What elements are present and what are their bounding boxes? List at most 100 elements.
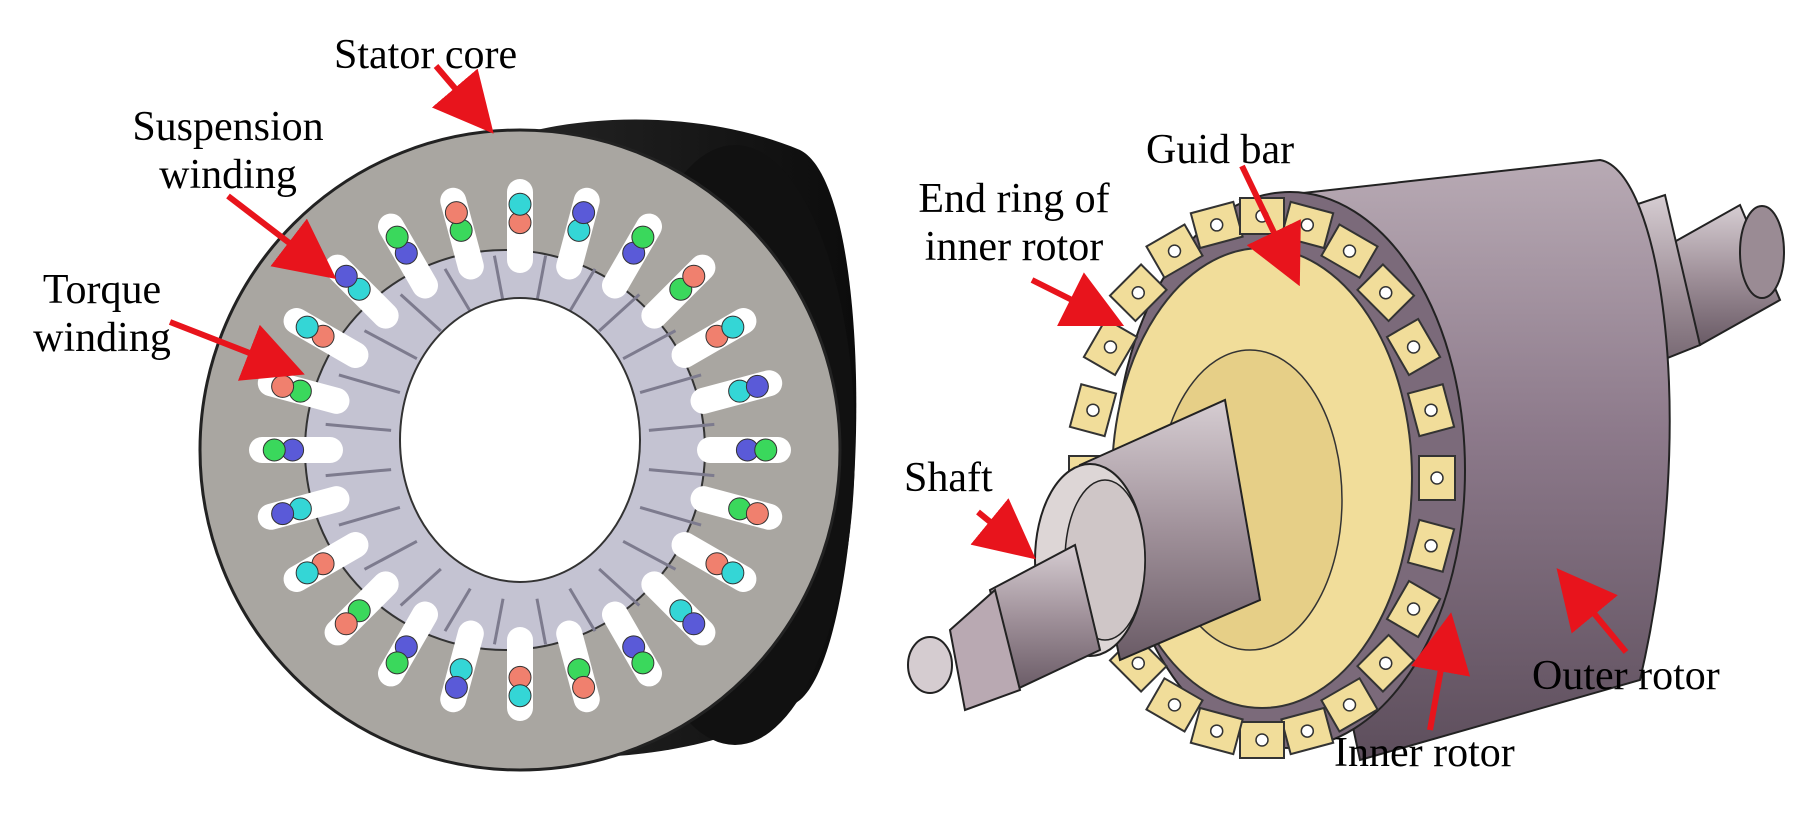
winding-coil: [745, 374, 769, 398]
stator-tooth: [535, 598, 548, 645]
winding-coil: [682, 264, 706, 288]
winding-coil: [721, 315, 745, 339]
torque-winding-line-2: winding: [33, 315, 171, 361]
arrow-stator-core: [431, 64, 494, 134]
suspension-winding-line-2: winding: [159, 152, 297, 198]
stator-tooth: [622, 539, 677, 571]
stator-tooth: [648, 468, 715, 478]
rear-shaft-end: [1739, 205, 1785, 299]
label-arrows: [168, 64, 1629, 731]
winding-coil: [631, 651, 655, 675]
outer-rotor-label: Outer rotor: [1532, 653, 1720, 699]
guide-bar-hole: [1300, 218, 1315, 232]
winding-coil: [682, 612, 706, 636]
stator-tooth: [325, 468, 392, 478]
stator-tooth: [535, 255, 548, 302]
stator-tooth: [363, 539, 418, 571]
stator-assembly: [198, 119, 857, 772]
winding-coil: [444, 675, 468, 699]
stator-tooth: [622, 329, 677, 361]
stator-tooth: [639, 505, 702, 527]
torque-winding-label: Torque winding: [22, 266, 182, 362]
stator-tooth: [492, 255, 505, 302]
arrow-torque-winding: [168, 319, 305, 381]
guide-bar-hole: [1209, 218, 1224, 232]
guide-bar-hole: [1406, 602, 1421, 616]
guide-bar-hole: [1342, 244, 1357, 258]
stator-tooth: [325, 422, 392, 432]
stator-tooth: [568, 587, 597, 632]
winding-coil: [721, 561, 745, 585]
stator-tooth: [443, 268, 472, 313]
guide-bar-hole: [1131, 285, 1146, 300]
guid-bar-label: Guid bar: [1146, 127, 1295, 173]
winding-coil: [295, 315, 319, 339]
guide-bar-hole: [1378, 285, 1393, 300]
arrow-suspension-winding: [226, 193, 337, 279]
guide-bar-hole: [1086, 403, 1100, 417]
arrow-inner-rotor: [1411, 612, 1471, 731]
winding-coil: [334, 264, 358, 288]
suspension-winding-label: Suspension winding: [118, 103, 338, 199]
arrow-guid-bar: [1239, 164, 1301, 287]
arrow-end-ring: [1030, 272, 1125, 327]
stator-tooth: [492, 598, 505, 645]
guide-bar-hole: [1131, 656, 1146, 671]
stator-tooth: [639, 373, 702, 395]
winding-coil: [508, 192, 532, 216]
winding-coil: [754, 438, 778, 462]
stator-tooth: [598, 567, 641, 607]
shaft-tip: [907, 636, 953, 694]
winding-coil: [745, 502, 769, 526]
guide-bar-hole: [1300, 724, 1315, 738]
stator-bore: [399, 297, 641, 583]
guide-bar-hole: [1424, 539, 1438, 553]
stator-tooth: [443, 587, 472, 632]
stator-tooth: [399, 293, 442, 333]
winding-coil: [385, 651, 409, 675]
stator-tooth: [648, 422, 715, 432]
guide-bar-hole: [1378, 656, 1393, 671]
winding-coil: [271, 502, 295, 526]
stator-tooth: [598, 293, 641, 333]
torque-winding-line-1: Torque: [42, 267, 162, 313]
winding-coil: [385, 225, 409, 249]
stator-teeth: [325, 255, 715, 645]
guide-bar-hole: [1255, 733, 1269, 747]
guide-bar-hole: [1103, 340, 1118, 354]
stator-tooth: [399, 567, 442, 607]
winding-coil: [508, 684, 532, 708]
winding-coil: [572, 201, 596, 225]
suspension-winding-line-1: Suspension: [132, 104, 324, 150]
stator-slots: [249, 179, 791, 721]
winding-coil: [444, 201, 468, 225]
winding-coil: [271, 374, 295, 398]
end-ring-line-2: inner rotor: [924, 224, 1104, 270]
winding-coil: [631, 225, 655, 249]
inner-rotor-label: Inner rotor: [1334, 730, 1515, 776]
arrow-outer-rotor: [1556, 568, 1629, 654]
arrow-shaft: [970, 498, 1036, 560]
stator-tooth: [338, 373, 401, 395]
guide-bar-hole: [1167, 698, 1182, 712]
end-ring-line-1: End ring of: [918, 176, 1110, 222]
guide-bar-hole: [1209, 724, 1224, 738]
shaft-label: Shaft: [904, 455, 993, 501]
winding-coil: [262, 438, 286, 462]
guide-bar-hole: [1406, 340, 1421, 354]
guide-bar-hole: [1167, 244, 1182, 258]
winding-coil: [572, 675, 596, 699]
guide-bar-hole: [1342, 698, 1357, 712]
stator-tooth: [338, 505, 401, 527]
shaft-taper: [948, 588, 1022, 712]
guide-bar-hole: [1430, 471, 1444, 485]
stator-tooth: [363, 329, 418, 361]
stator-core-label: Stator core: [334, 32, 518, 78]
stator-tooth: [568, 268, 597, 313]
guide-bar-hole: [1424, 403, 1438, 417]
winding-coil: [295, 561, 319, 585]
winding-coil: [334, 612, 358, 636]
end-ring-label: End ring of inner rotor: [904, 175, 1124, 271]
